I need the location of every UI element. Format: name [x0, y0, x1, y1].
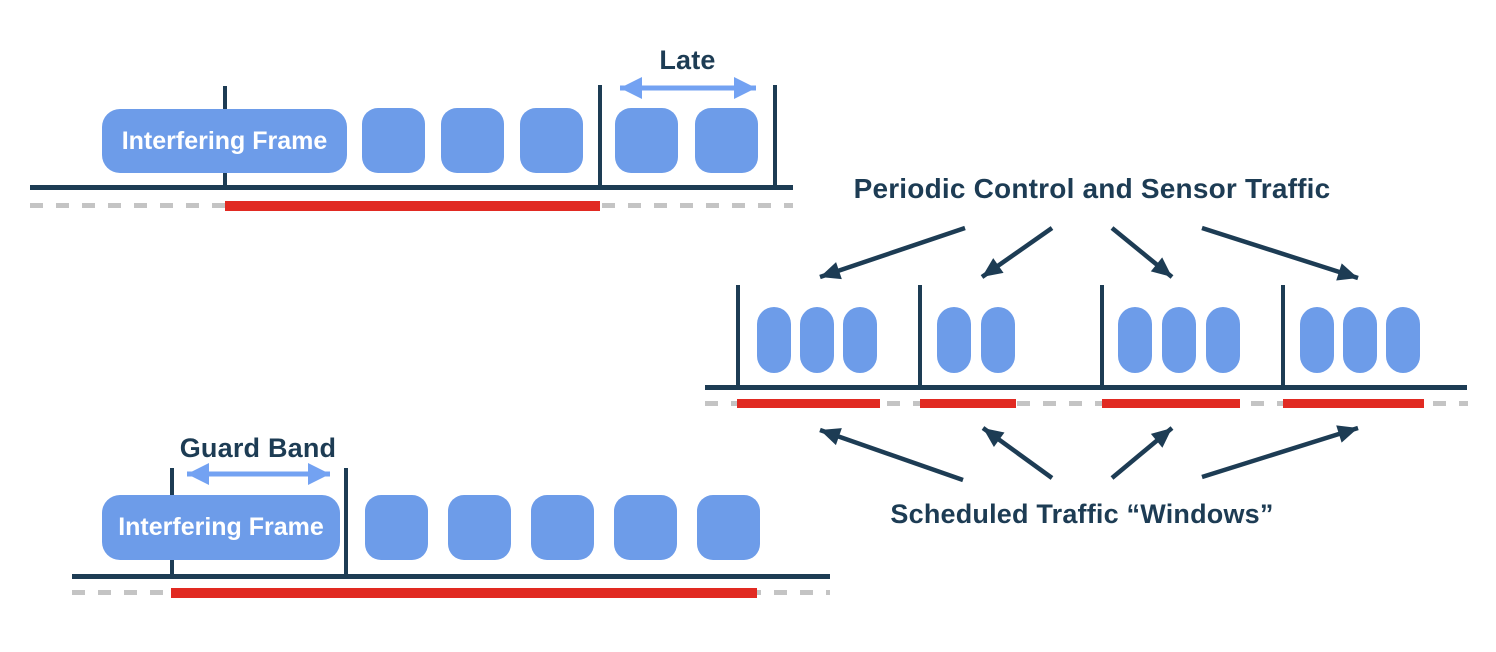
late-window-close-tick — [773, 85, 777, 190]
frame-block — [843, 307, 877, 373]
scheduled-windows-label: Scheduled Traffic “Windows” — [890, 499, 1274, 529]
frame-block — [1118, 307, 1152, 373]
scheduled-window-bar-3 — [1102, 399, 1240, 408]
windows-arrow-3 — [1110, 426, 1174, 480]
frame-block — [365, 495, 428, 560]
window-4-frames — [1300, 307, 1420, 373]
windows-arrow-2 — [981, 426, 1054, 480]
periodic-dashed-baseline — [705, 401, 1468, 406]
windows-arrow-1 — [819, 427, 964, 483]
interfering-frame-box-late: Interfering Frame — [102, 109, 347, 173]
windows-arrow-4 — [1201, 425, 1359, 480]
interfering-frame-label: Interfering Frame — [118, 513, 324, 541]
late-window-open-tick — [598, 85, 602, 190]
window-1-frames — [757, 307, 877, 373]
guard-band-timeline — [72, 574, 830, 579]
periodic-traffic-title: Periodic Control and Sensor Traffic — [853, 173, 1331, 204]
window-1-tick — [736, 285, 740, 388]
frame-block — [1386, 307, 1420, 373]
interfering-frame-box-guard: Interfering Frame — [102, 495, 340, 560]
frame-block — [1300, 307, 1334, 373]
periodic-timeline — [705, 385, 1467, 390]
scheduled-window-bar-4 — [1283, 399, 1424, 408]
frame-block — [757, 307, 791, 373]
late-frames-before-window — [362, 108, 583, 173]
interfering-frame-label: Interfering Frame — [121, 126, 328, 155]
scheduled-window-bar-2 — [920, 399, 1016, 408]
periodic-arrow-1 — [819, 225, 966, 280]
frame-block — [695, 108, 758, 173]
frame-block — [1162, 307, 1196, 373]
guard-band-frames — [365, 495, 760, 560]
frame-block — [531, 495, 594, 560]
guard-band-window-bar — [171, 588, 757, 598]
guard-band-label: Guard Band — [179, 433, 337, 463]
late-label: Late — [659, 45, 716, 75]
window-4-tick — [1281, 285, 1285, 388]
window-3-tick — [1100, 285, 1104, 388]
frame-block — [615, 108, 678, 173]
window-2-frames — [937, 307, 1015, 373]
frame-block — [362, 108, 425, 173]
guard-band-end-tick — [344, 468, 348, 578]
late-timeline — [30, 185, 793, 190]
frame-block — [520, 108, 583, 173]
periodic-arrow-4 — [1201, 225, 1359, 281]
window-2-tick — [918, 285, 922, 388]
frame-block — [1206, 307, 1240, 373]
frame-block — [937, 307, 971, 373]
frame-block — [697, 495, 760, 560]
late-blocked-window-bar — [225, 201, 600, 211]
periodic-arrow-3 — [1110, 226, 1174, 279]
frame-block — [981, 307, 1015, 373]
periodic-arrow-2 — [980, 226, 1054, 279]
frame-block — [441, 108, 504, 173]
window-3-frames — [1118, 307, 1240, 373]
frame-block — [614, 495, 677, 560]
frame-block — [800, 307, 834, 373]
scheduled-window-bar-1 — [737, 399, 880, 408]
late-frames-in-window — [615, 108, 758, 173]
frame-block — [1343, 307, 1377, 373]
frame-block — [448, 495, 511, 560]
